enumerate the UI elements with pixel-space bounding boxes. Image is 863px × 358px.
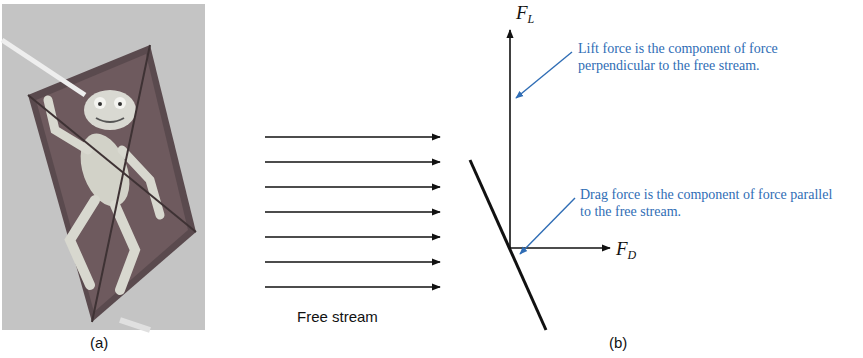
callout-note: Drag force is the component of force par… xyxy=(580,186,835,220)
force-symbol: FD xyxy=(616,238,636,263)
axis-label: Free stream xyxy=(297,308,378,325)
panel-label: (a) xyxy=(90,334,108,351)
lift-arrow xyxy=(509,30,511,248)
callout-note: Lift force is the component of force per… xyxy=(578,40,840,74)
leader-line xyxy=(516,52,572,98)
kite-photo xyxy=(2,4,205,330)
force-symbol: FL xyxy=(516,2,534,27)
leader-line xyxy=(520,198,575,254)
flat-plate xyxy=(470,160,546,330)
panel-label: (b) xyxy=(609,334,627,351)
free-stream-arrows xyxy=(265,137,440,287)
